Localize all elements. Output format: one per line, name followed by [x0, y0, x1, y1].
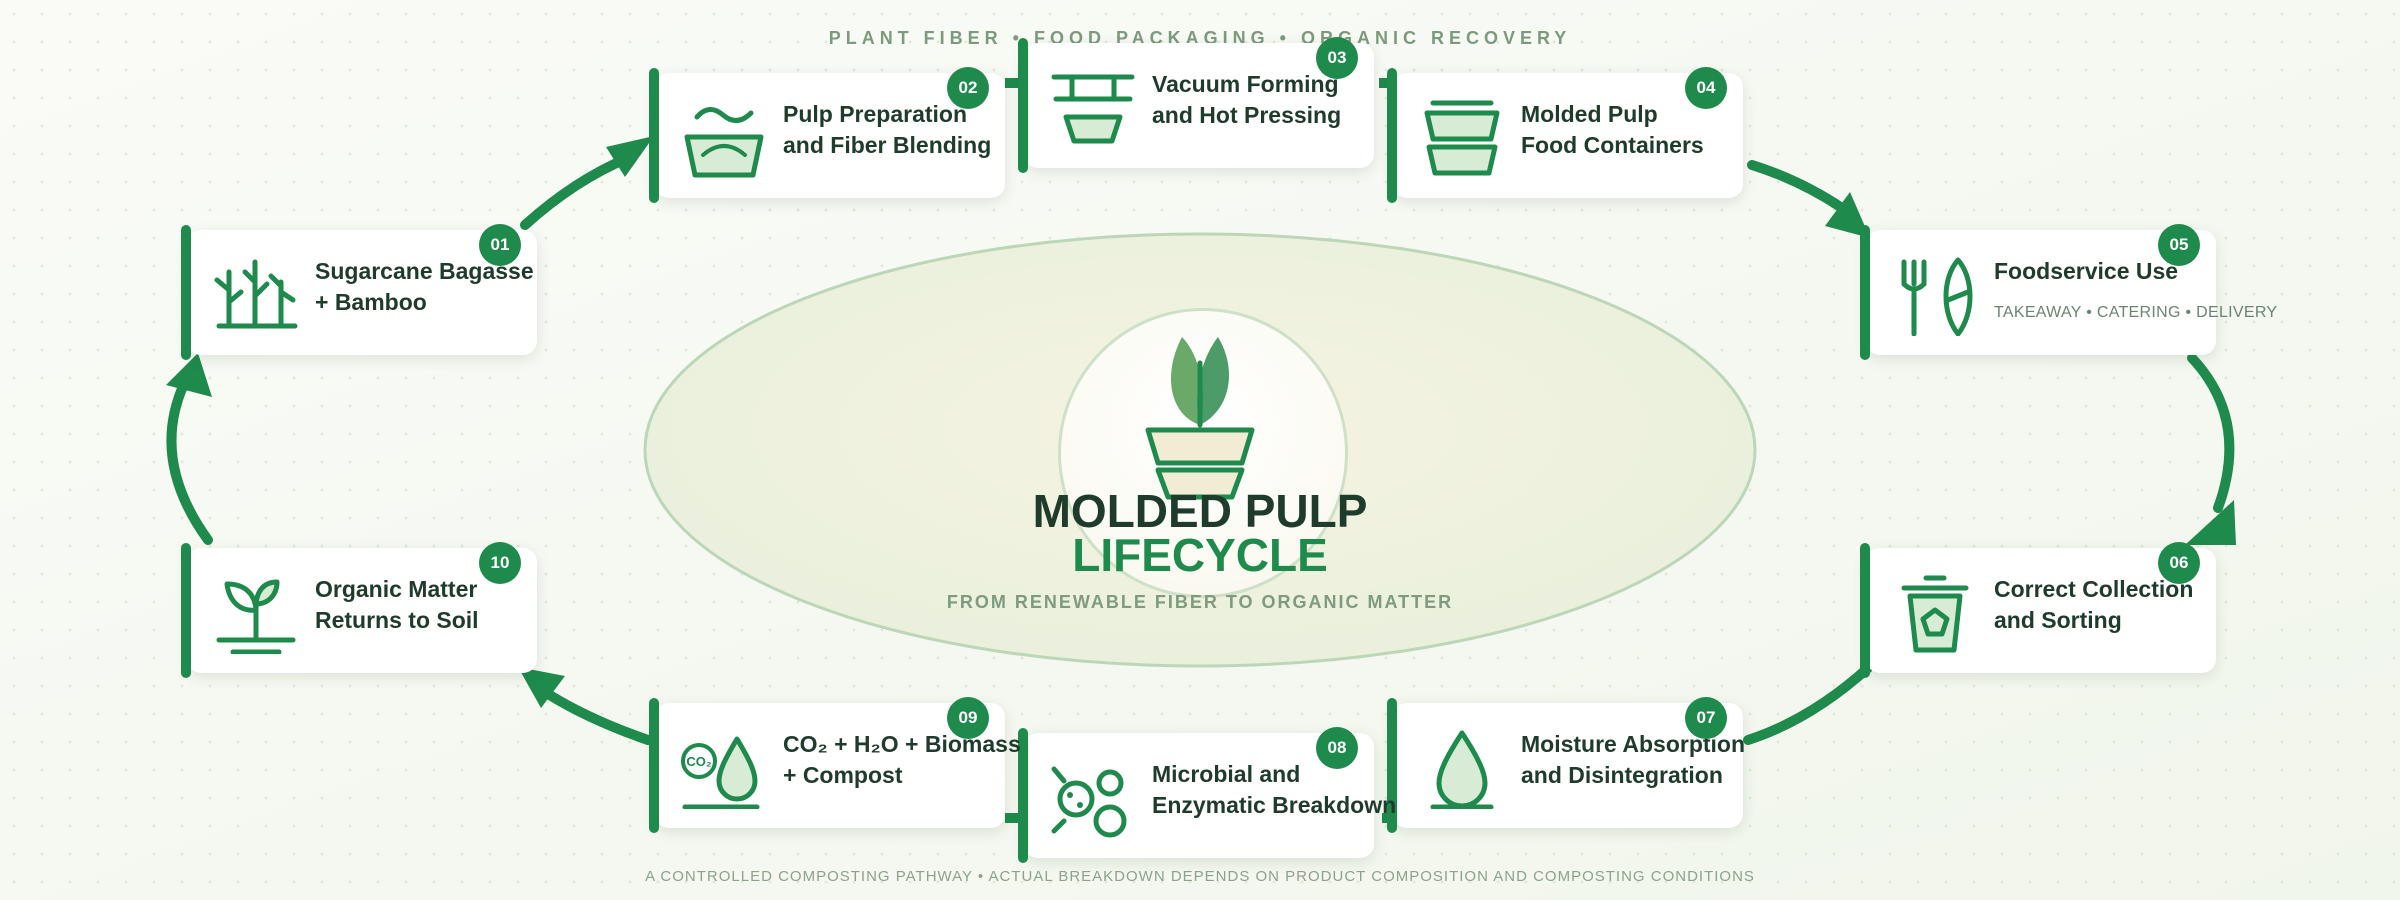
seedling-container-icon — [1145, 337, 1255, 500]
microbes-icon — [1051, 766, 1127, 838]
step-number-badge: 08 — [1316, 727, 1358, 769]
diagram-footer: A CONTROLLED COMPOSTING PATHWAY • ACTUAL… — [645, 868, 1755, 885]
card-accent-bar — [649, 68, 659, 203]
step-label: Molded Pulp Food Containers — [1521, 101, 1704, 158]
step-card-05: Foodservice Use TAKEAWAY • CATERING • DE… — [1860, 224, 2277, 360]
sprout-soil-icon — [216, 579, 296, 654]
arrow-01-02 — [606, 136, 654, 177]
step-label: CO₂ + H₂O + Biomass + Compost — [783, 731, 1021, 788]
step-card-02: Pulp Preparation and Fiber Blending 02 — [649, 67, 1005, 203]
step-card-01: Sugarcane Bagasse + Bamboo 01 — [181, 224, 537, 360]
step-number-badge: 05 — [2158, 224, 2200, 266]
connector-09-10 — [543, 689, 653, 745]
card-accent-bar — [181, 225, 191, 360]
card-accent-bar — [1018, 38, 1028, 173]
co2-drop-icon: CO₂ — [681, 736, 760, 809]
connector-10-01 — [166, 379, 213, 545]
pulp-vat-icon — [684, 107, 764, 178]
bamboo-icon — [214, 259, 298, 329]
step-card-09: CO₂ CO₂ + H₂O + Biomass + Compost 09 — [649, 697, 1021, 833]
arrow-09-10 — [518, 667, 565, 708]
water-drop-icon — [1430, 730, 1494, 809]
arrow-05-06 — [2185, 500, 2236, 545]
card-accent-bar — [1387, 68, 1397, 203]
step-number-badge: 01 — [479, 224, 521, 266]
step-label: Sugarcane Bagasse + Bamboo — [315, 258, 534, 315]
card-accent-bar — [1860, 543, 1870, 678]
hub-title-line-1: MOLDED PULP — [1032, 485, 1368, 537]
card-accent-bar — [649, 698, 659, 833]
connector-06-07 — [1743, 663, 1873, 745]
svg-text:CO₂: CO₂ — [686, 754, 712, 769]
step-label: Organic Matter Returns to Soil — [315, 576, 479, 633]
arrow-04-05 — [1825, 192, 1870, 238]
step-label: Foodservice Use — [1994, 258, 2179, 284]
step-card-06: Correct Collection and Sorting 06 — [1860, 542, 2216, 678]
step-label: Moisture Absorption and Disintegration — [1521, 731, 1746, 788]
step-card-03: Vacuum Forming and Hot Pressing 03 — [1018, 37, 1374, 173]
step-number-badge: 10 — [479, 542, 521, 584]
card-accent-bar — [181, 543, 191, 678]
step-number-badge: 04 — [1685, 67, 1727, 109]
step-number-badge: 03 — [1316, 37, 1358, 79]
card-accent-bar — [1860, 225, 1870, 360]
hub-subtitle: FROM RENEWABLE FIBER TO ORGANIC MATTER — [946, 592, 1454, 612]
compost-bin-icon — [1901, 575, 1969, 653]
connector-04-05 — [1747, 160, 1847, 213]
step-number-badge: 07 — [1685, 697, 1727, 739]
step-number-badge: 09 — [947, 697, 989, 739]
step-label: Correct Collection and Sorting — [1994, 576, 2194, 633]
fork-leaf-icon — [1901, 257, 1973, 336]
connector-05-06 — [2187, 353, 2235, 513]
step-card-04: Molded Pulp Food Containers 04 — [1387, 67, 1743, 203]
card-accent-bar — [1018, 728, 1028, 863]
press-mold-icon — [1051, 74, 1135, 144]
card-accent-bar — [1387, 698, 1397, 833]
connector-01-02 — [520, 153, 633, 230]
step-sublabel: TAKEAWAY • CATERING • DELIVERY — [1994, 304, 2278, 321]
hub-title-line-2: LIFECYCLE — [1072, 529, 1328, 581]
diagram-header: PLANT FIBER • FOOD PACKAGING • ORGANIC R… — [828, 28, 1572, 48]
stacked-containers-icon — [1424, 100, 1500, 176]
step-number-badge: 06 — [2158, 542, 2200, 584]
step-card-08: Microbial and Enzymatic Breakdown 08 — [1018, 727, 1396, 863]
step-label: Pulp Preparation and Fiber Blending — [783, 101, 992, 158]
step-card-07: Moisture Absorption and Disintegration 0… — [1387, 697, 1745, 833]
step-card-10: Organic Matter Returns to Soil 10 — [181, 542, 537, 678]
arrow-10-01 — [166, 353, 212, 397]
step-label: Microbial and Enzymatic Breakdown — [1152, 761, 1397, 818]
step-label: Vacuum Forming and Hot Pressing — [1152, 71, 1342, 128]
step-number-badge: 02 — [947, 67, 989, 109]
